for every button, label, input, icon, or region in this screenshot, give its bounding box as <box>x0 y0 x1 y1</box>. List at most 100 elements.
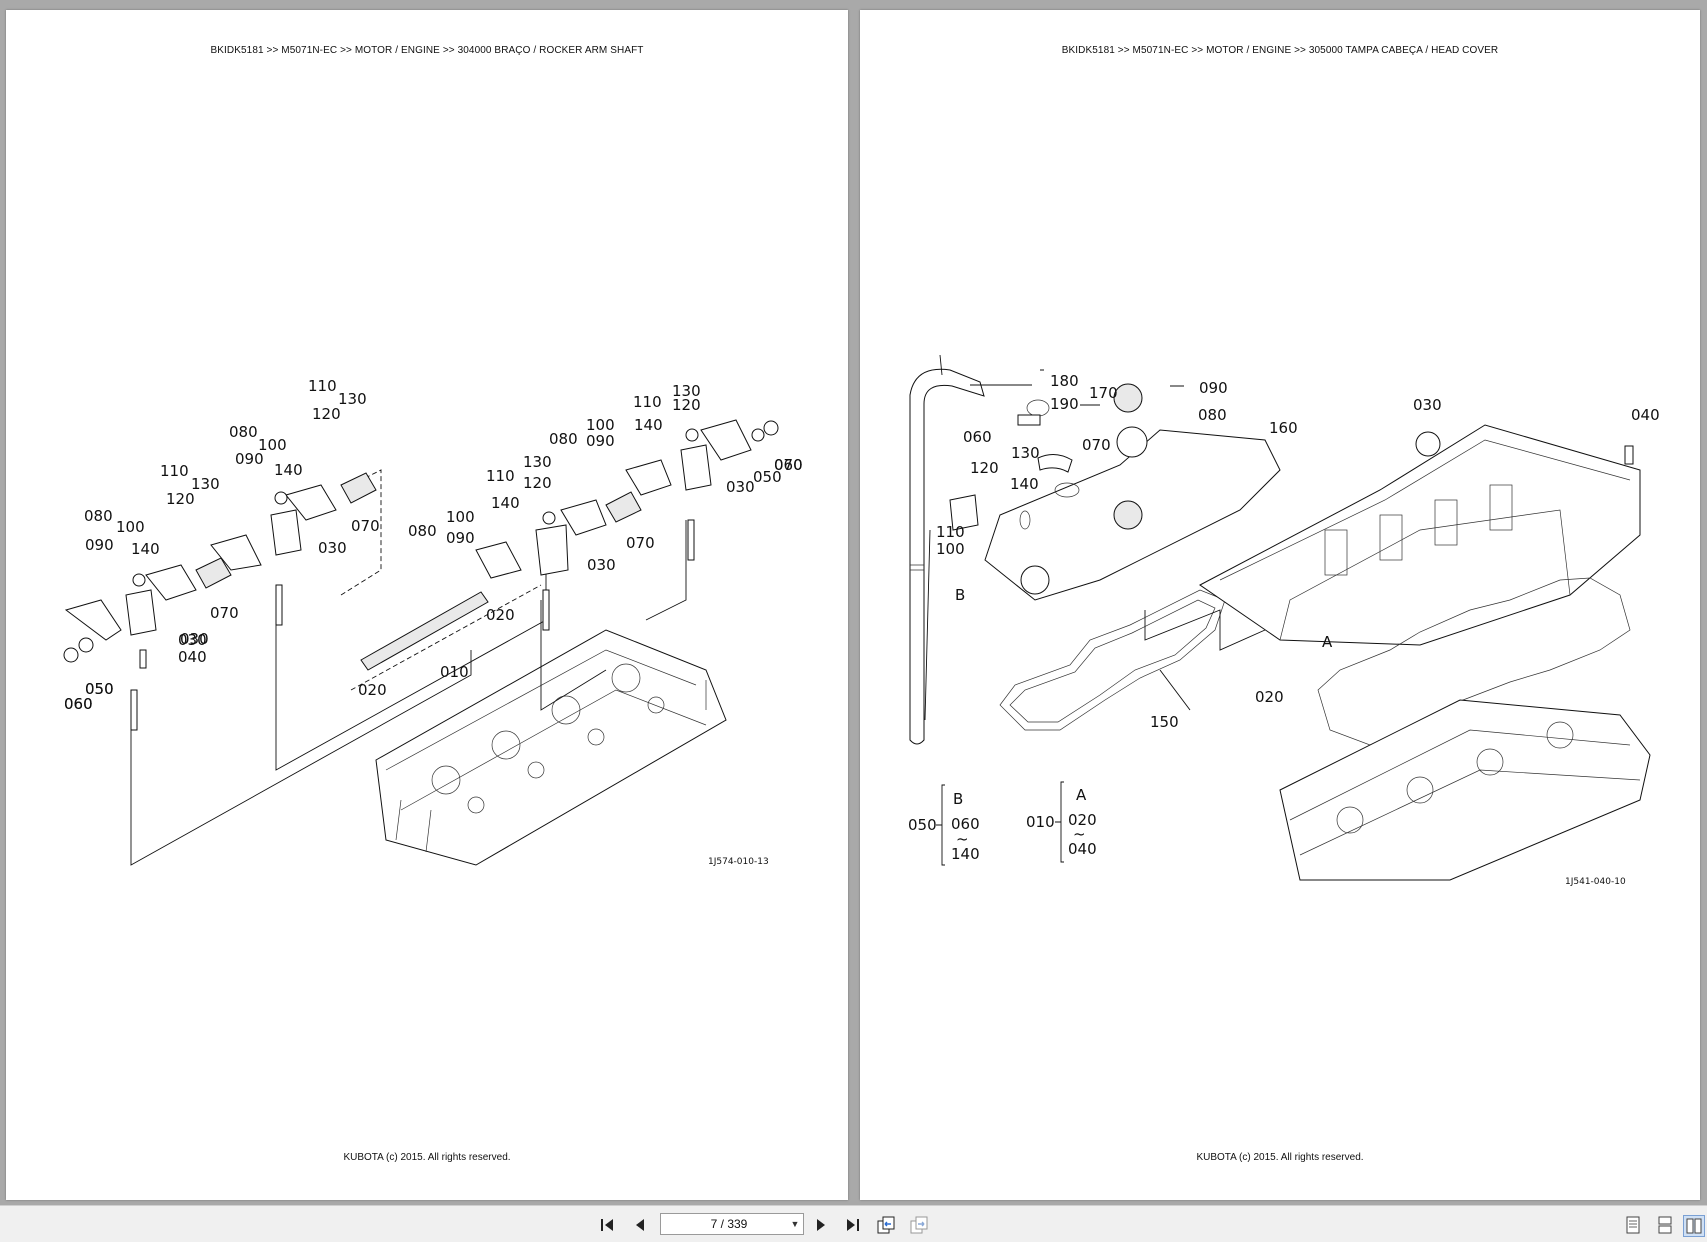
diagram-ref-code: 1J541-040-10 <box>1565 877 1626 887</box>
callout: 030 <box>1413 396 1442 414</box>
legend-b-top: 060 <box>951 815 980 833</box>
page-right: BKIDK5181 >> M5071N-EC >> MOTOR / ENGINE… <box>860 10 1700 1200</box>
callout: 050 <box>85 680 114 698</box>
callout: 090 <box>235 450 264 468</box>
document-viewer: BKIDK5181 >> M5071N-EC >> MOTOR / ENGINE… <box>6 10 1700 1200</box>
callout: 140 <box>491 494 520 512</box>
callout: 020 <box>1255 688 1284 706</box>
rocker-arm-shaft-diagram: 110 130 120 080 100 090 140 110 130 120 … <box>63 377 803 867</box>
page-number-select[interactable]: 7 / 339 ▼ <box>660 1213 804 1235</box>
large-head-cover-drawing <box>1199 424 1641 646</box>
callout: 120 <box>970 459 999 477</box>
callout: 090 <box>1199 379 1228 397</box>
callout: 110 <box>308 377 337 395</box>
legend-a-bottom: 040 <box>1068 840 1097 858</box>
callout: 070 <box>351 517 380 535</box>
page-header: BKIDK5181 >> M5071N-EC >> MOTOR / ENGINE… <box>1061 45 1499 56</box>
callout: 080 <box>229 423 258 441</box>
callout: 030 <box>180 630 209 648</box>
facing-pages-view-icon[interactable] <box>1683 1215 1705 1237</box>
callout: 140 <box>1010 475 1039 493</box>
first-page-icon[interactable] <box>597 1215 617 1235</box>
callout: 130 <box>1011 444 1040 462</box>
callout: 080 <box>1198 406 1227 424</box>
callout: 120 <box>166 490 195 508</box>
chevron-down-icon: ▼ <box>790 1219 800 1229</box>
callout: 130 <box>338 390 367 408</box>
legend-a-top: 020 <box>1068 811 1097 829</box>
rocker-arm-parts <box>63 419 779 731</box>
callout: 110 <box>486 467 515 485</box>
callout: 100 <box>116 518 145 536</box>
callout: 030 <box>587 556 616 574</box>
callout: 090 <box>586 432 615 450</box>
legend-b-letter: B <box>953 790 963 808</box>
callout: 020 <box>358 681 387 699</box>
callout: 150 <box>1150 713 1179 731</box>
callout: 030 <box>178 631 207 649</box>
callout: 120 <box>672 396 701 414</box>
callout: 130 <box>672 382 701 400</box>
last-page-icon[interactable] <box>843 1215 863 1235</box>
callout: 070 <box>626 534 655 552</box>
part-callouts: 110 130 120 080 100 090 140 110 130 120 … <box>64 377 803 867</box>
callout: 080 <box>549 430 578 448</box>
legend-b-bottom: 140 <box>951 845 980 863</box>
callout: 180 <box>1050 372 1079 390</box>
callout: 110 <box>936 523 965 541</box>
callout: 060 <box>963 428 992 446</box>
legend-b-left: 050 <box>908 816 937 834</box>
page-footer: KUBOTA (c) 2015. All rights reserved. <box>1196 1152 1364 1163</box>
callout: 140 <box>634 416 663 434</box>
page-indicator: 7 / 339 <box>710 1217 748 1231</box>
callout: 120 <box>523 474 552 492</box>
next-page-icon[interactable] <box>811 1215 831 1235</box>
callout: 070 <box>774 456 803 474</box>
page-footer: KUBOTA (c) 2015. All rights reserved. <box>343 1152 511 1163</box>
callout: 120 <box>312 405 341 423</box>
callout: 060 <box>64 695 93 713</box>
cylinder-head-drawing <box>375 629 727 866</box>
navigation-toolbar: 7 / 339 ▼ <box>0 1205 1707 1242</box>
legend-a-left: 010 <box>1026 813 1055 831</box>
callout: 080 <box>408 522 437 540</box>
go-back-view-icon[interactable] <box>876 1215 896 1235</box>
callout: 060 <box>774 456 803 474</box>
diagram-ref-code: 1J574-010-13 <box>708 857 769 867</box>
callout: 130 <box>191 475 220 493</box>
callout: 030 <box>726 478 755 496</box>
continuous-view-icon[interactable] <box>1655 1215 1675 1235</box>
callout: 050 <box>85 680 114 698</box>
callout: 090 <box>446 529 475 547</box>
legend-b-tilde: ~ <box>956 830 969 848</box>
callout: 160 <box>1269 419 1298 437</box>
callout: 190 <box>1050 395 1079 413</box>
callout: 170 <box>1089 384 1118 402</box>
single-page-view-icon[interactable] <box>1623 1215 1643 1235</box>
callout: 100 <box>936 540 965 558</box>
small-head-cover-drawing <box>949 383 1281 601</box>
legend-a-letter: A <box>1076 786 1087 804</box>
callout: 100 <box>446 508 475 526</box>
callout: B <box>955 586 965 604</box>
page-header: BKIDK5181 >> M5071N-EC >> MOTOR / ENGINE… <box>210 45 644 56</box>
prev-page-icon[interactable] <box>630 1215 650 1235</box>
callout: 130 <box>523 453 552 471</box>
callout: A <box>1322 633 1333 651</box>
callout: 110 <box>160 462 189 480</box>
callout: 040 <box>1631 406 1660 424</box>
callout: 010 <box>440 663 469 681</box>
callout: 050 <box>753 468 782 486</box>
go-forward-view-icon[interactable] <box>909 1215 929 1235</box>
page-left: BKIDK5181 >> M5071N-EC >> MOTOR / ENGINE… <box>6 10 848 1200</box>
callout: 030 <box>318 539 347 557</box>
callout: 100 <box>258 436 287 454</box>
legend-a-tilde: ~ <box>1073 825 1086 843</box>
part-callouts: 180 170 190 090 080 060 160 030 040 070 … <box>908 372 1660 887</box>
head-cover-diagram: 180 170 190 090 080 060 160 030 040 070 … <box>908 354 1660 887</box>
callout: 140 <box>274 461 303 479</box>
callout: 080 <box>84 507 113 525</box>
callout: 020 <box>486 606 515 624</box>
callout: 070 <box>210 604 239 622</box>
cylinder-head-drawing <box>1279 699 1651 881</box>
